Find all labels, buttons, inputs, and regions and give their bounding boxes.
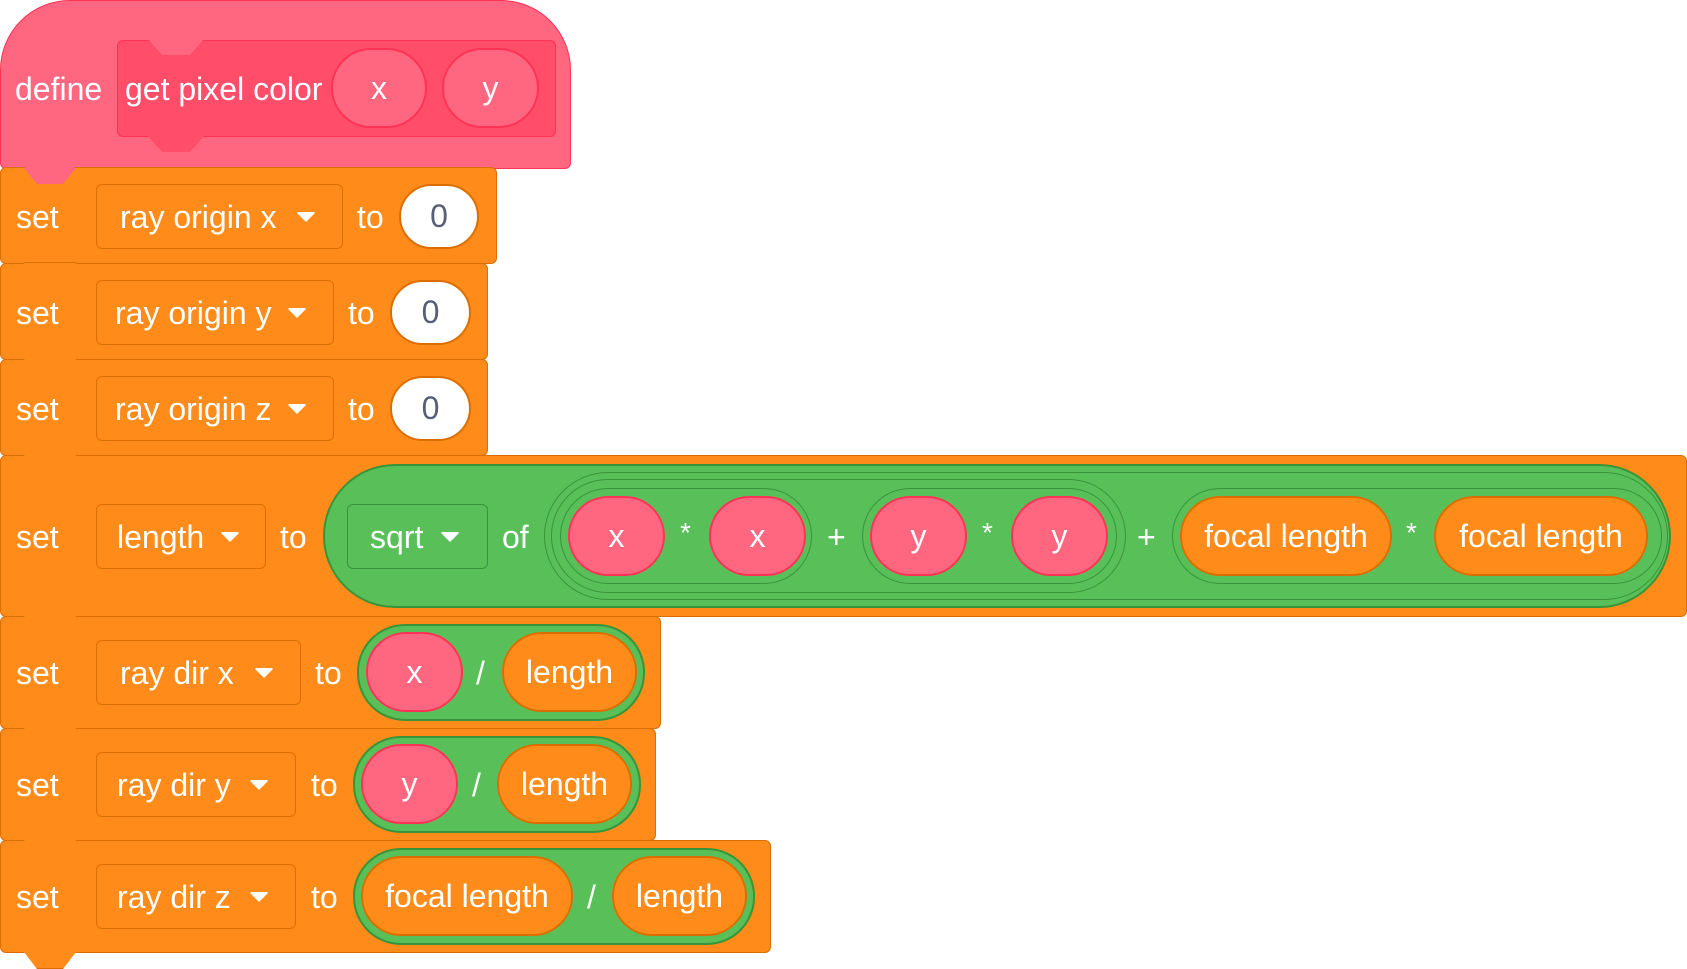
param-y-reporter[interactable]: y: [361, 744, 458, 824]
multiply-reporter-xx[interactable]: [560, 488, 812, 584]
variable-dropdown-label: ray dir y: [117, 767, 231, 803]
set-keyword: set: [16, 391, 59, 427]
add-operator: +: [1137, 519, 1156, 555]
set-keyword: set: [16, 295, 59, 331]
variable-reporter-focal-length[interactable]: focal length: [1180, 496, 1392, 576]
define-keyword: define: [15, 71, 103, 107]
prototype-top-notch: [148, 39, 204, 55]
block-bottom-tab: [24, 952, 76, 969]
param-y-reporter[interactable]: y: [870, 496, 967, 576]
chevron-down-icon: [440, 532, 460, 542]
block-notch: [24, 615, 76, 631]
to-keyword: to: [348, 391, 375, 427]
divide-operator: /: [476, 655, 485, 691]
add-reporter-inner[interactable]: [551, 479, 1126, 593]
variable-reporter-focal-length[interactable]: focal length: [1434, 496, 1648, 576]
variable-reporter-length[interactable]: length: [612, 856, 747, 936]
block-notch: [24, 262, 76, 278]
variable-dropdown-label: ray dir z: [117, 879, 231, 915]
chevron-down-icon: [296, 212, 316, 222]
param-x-reporter[interactable]: x: [366, 632, 463, 712]
chevron-down-icon: [220, 532, 240, 542]
define-bottom-tab: [24, 168, 76, 184]
add-operator: +: [827, 519, 846, 555]
block-notch: [24, 358, 76, 374]
to-keyword: to: [315, 655, 342, 691]
variable-reporter-length[interactable]: length: [502, 632, 637, 712]
math-function-label: sqrt: [370, 519, 424, 555]
to-keyword: to: [280, 519, 307, 555]
multiply-reporter-focal[interactable]: [1172, 488, 1662, 584]
custom-block-name: get pixel color: [125, 71, 323, 107]
block-notch: [24, 454, 76, 470]
chevron-down-icon: [249, 780, 269, 790]
chevron-down-icon: [249, 892, 269, 902]
value-input[interactable]: 0: [390, 376, 471, 441]
variable-dropdown-label: ray origin y: [115, 295, 272, 331]
chevron-down-icon: [287, 404, 307, 414]
param-x-reporter[interactable]: x: [709, 496, 806, 576]
set-keyword: set: [16, 655, 59, 691]
param-y-reporter[interactable]: y: [1011, 496, 1108, 576]
block-notch: [24, 727, 76, 743]
divide-operator: /: [472, 767, 481, 803]
chevron-down-icon: [254, 668, 274, 678]
variable-dropdown-label: ray origin z: [115, 391, 272, 427]
to-keyword: to: [311, 879, 338, 915]
math-function-dropdown[interactable]: [347, 504, 488, 569]
variable-dropdown[interactable]: [96, 280, 334, 345]
multiply-operator: *: [680, 517, 691, 548]
param-x[interactable]: x: [331, 48, 427, 128]
to-keyword: to: [311, 767, 338, 803]
set-keyword: set: [16, 767, 59, 803]
param-x-reporter[interactable]: x: [568, 496, 665, 576]
block-notch: [24, 839, 76, 855]
variable-dropdown-label: ray origin x: [120, 199, 277, 235]
value-input[interactable]: 0: [390, 280, 471, 345]
to-keyword: to: [348, 295, 375, 331]
multiply-operator: *: [1406, 517, 1417, 548]
variable-dropdown-label: ray dir x: [120, 655, 234, 691]
set-keyword: set: [16, 519, 59, 555]
to-keyword: to: [357, 199, 384, 235]
variable-reporter-focal-length[interactable]: focal length: [361, 856, 573, 936]
set-keyword: set: [16, 879, 59, 915]
add-reporter-outer[interactable]: [544, 472, 1668, 600]
multiply-reporter-yy[interactable]: [862, 488, 1117, 584]
chevron-down-icon: [287, 308, 307, 318]
divide-operator: /: [587, 879, 596, 915]
prototype-bottom-tab: [148, 136, 204, 152]
variable-dropdown-label: length: [117, 519, 205, 555]
set-keyword: set: [16, 199, 59, 235]
multiply-operator: *: [982, 517, 993, 548]
param-y[interactable]: y: [442, 48, 539, 128]
value-input[interactable]: 0: [399, 184, 479, 249]
variable-reporter-length[interactable]: length: [497, 744, 632, 824]
of-keyword: of: [502, 519, 529, 555]
